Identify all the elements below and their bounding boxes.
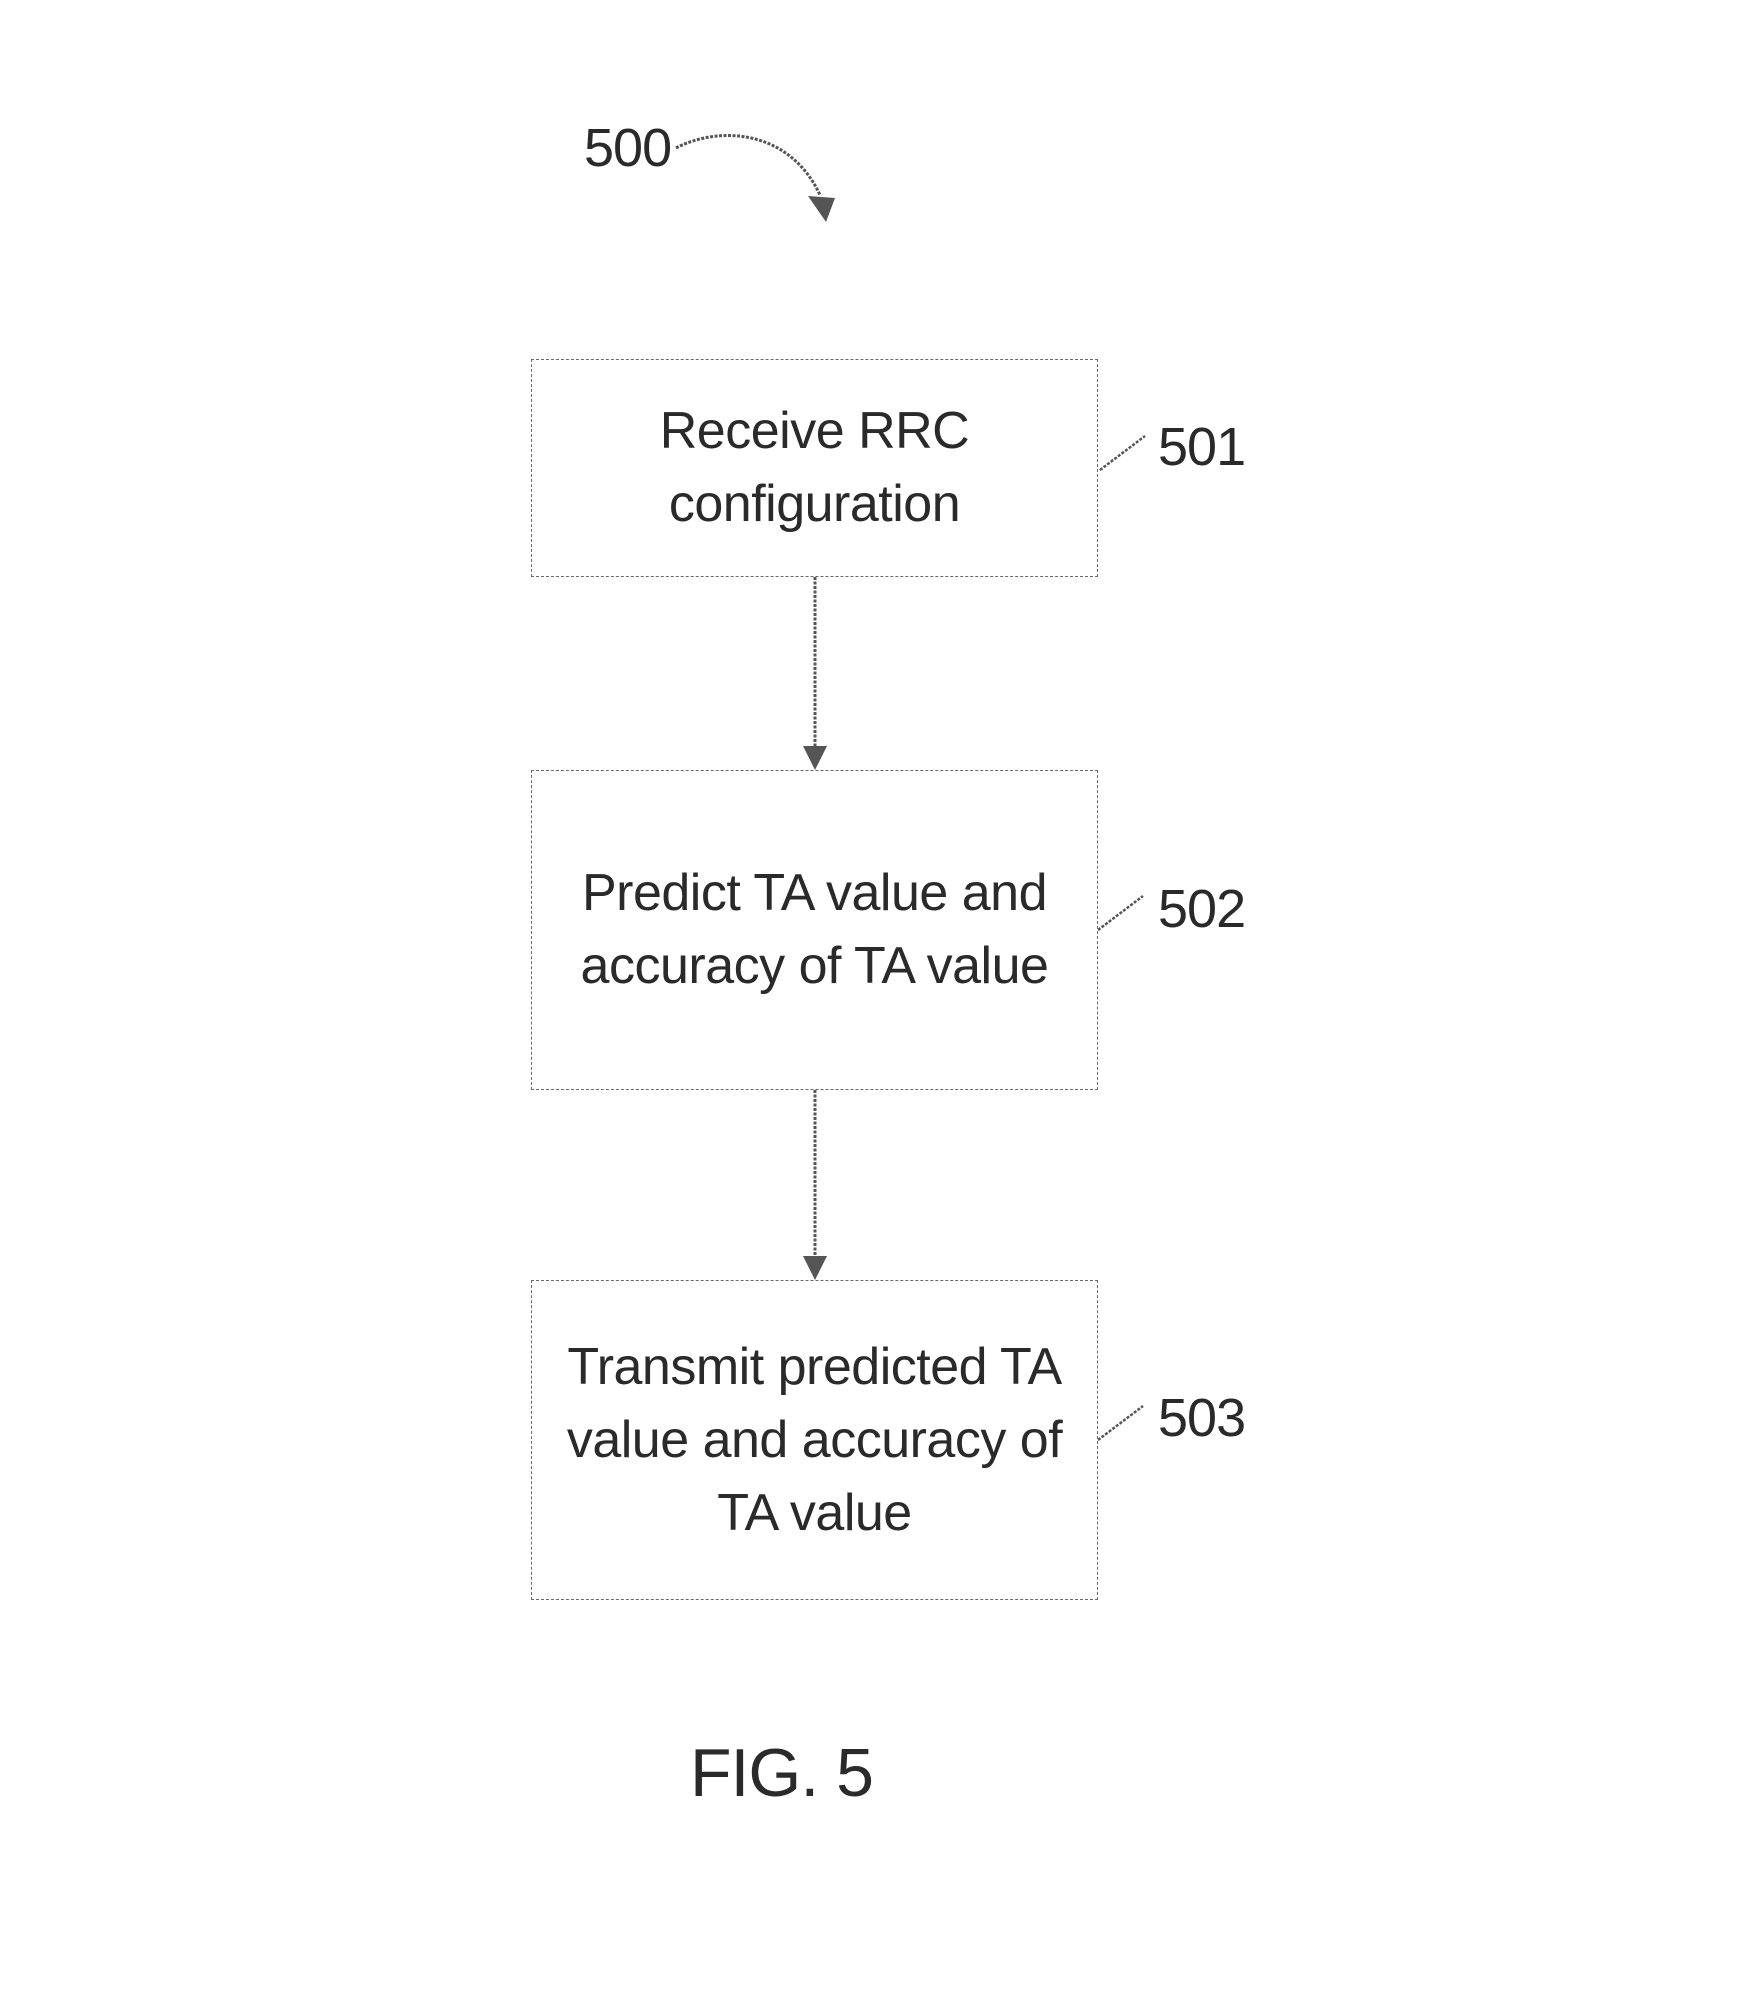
leader-line-503 bbox=[1097, 1405, 1144, 1441]
leader-line-502 bbox=[1097, 895, 1144, 931]
arrowhead-501-to-502 bbox=[803, 746, 827, 770]
arrowhead-502-to-503 bbox=[803, 1256, 827, 1280]
reference-500-arrowhead bbox=[808, 196, 835, 222]
step-text-503: Transmit predicted TA value and accuracy… bbox=[566, 1337, 1063, 1542]
reference-500-curved-arrow bbox=[675, 134, 822, 196]
step-box-503: Transmit predicted TA value and accuracy… bbox=[531, 1280, 1098, 1600]
figure-label: FIG. 5 bbox=[690, 1735, 874, 1811]
step-reference-503: 503 bbox=[1158, 1388, 1246, 1448]
step-box-502: Predict TA value and accuracy of TA valu… bbox=[531, 770, 1098, 1090]
step-reference-501: 501 bbox=[1158, 417, 1246, 477]
step-text-502: Predict TA value and accuracy of TA valu… bbox=[580, 864, 1049, 995]
step-reference-502: 502 bbox=[1158, 879, 1246, 939]
figure-reference-number: 500 bbox=[584, 118, 672, 178]
leader-line-501 bbox=[1099, 435, 1146, 471]
step-text-501: Receive RRC configuration bbox=[659, 402, 970, 533]
step-box-501: Receive RRC configuration bbox=[531, 359, 1098, 577]
